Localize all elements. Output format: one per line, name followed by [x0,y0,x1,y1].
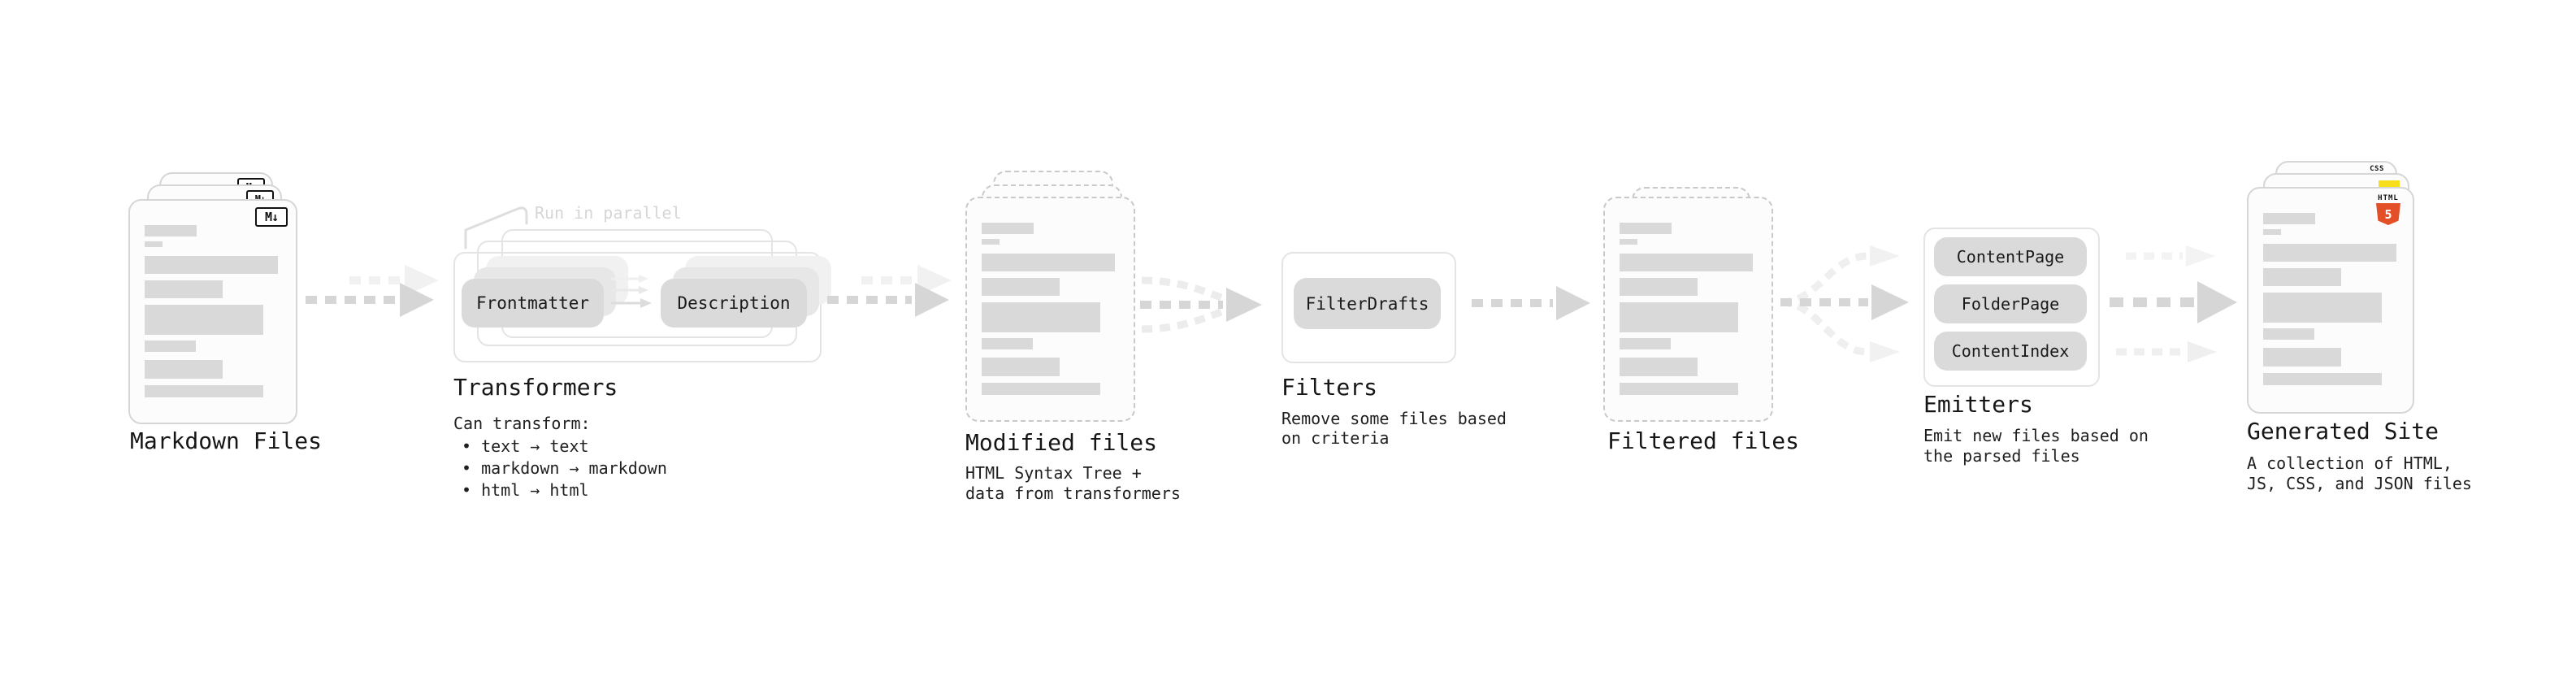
flow-arrow-diverge-icon [1780,245,1909,362]
text-placeholder-bar [145,305,263,335]
filtered-file-card [1603,197,1773,422]
generated-site-description: A collection of HTML, JS, CSS, and JSON … [2247,453,2472,493]
flow-arrow-converge-icon [1140,276,1262,333]
text-placeholder-bar [982,302,1100,332]
modified-files-title: Modified files [965,429,1158,456]
html5-icon: HTML 5 [2374,194,2403,225]
run-in-parallel-note: Run in parallel [535,203,682,223]
text-placeholder-bar [145,340,196,352]
modified-file-card [965,197,1135,422]
text-placeholder-bar [982,338,1033,349]
filterdrafts-pill: FilterDrafts [1294,278,1441,329]
markdown-icon: M↓ [255,207,288,227]
text-placeholder-bar [982,223,1034,234]
text-placeholder-bar [1620,223,1672,234]
text-placeholder-bar [145,360,223,379]
contentindex-pill: ContentIndex [1934,332,2087,371]
text-placeholder-bar [2263,373,2382,385]
generated-html-file-card: HTML 5 [2247,187,2414,414]
text-placeholder-bar [1620,338,1671,349]
emitters-description: Emit new files based on the parsed files [1923,426,2149,466]
flow-arrow-icon [306,265,439,317]
filters-description: Remove some files based on criteria [1281,409,1507,448]
text-placeholder-bar [982,239,1000,245]
text-placeholder-bar [145,256,278,274]
html5-icon-label: HTML [2378,194,2399,202]
generated-site-title: Generated Site [2247,418,2439,445]
text-placeholder-bar [982,254,1115,271]
filters-container [1281,252,1456,363]
text-placeholder-bar [982,358,1060,376]
text-placeholder-bar [1620,302,1738,332]
text-placeholder-bar [2263,348,2341,367]
transformers-title: Transformers [453,374,618,401]
text-placeholder-bar [1620,239,1637,245]
flow-arrow-icon [827,265,952,317]
text-placeholder-bar [2263,213,2315,224]
contentpage-pill: ContentPage [1934,237,2087,276]
text-placeholder-bar [2263,229,2281,235]
text-placeholder-bar [2263,244,2396,262]
modified-files-description: HTML Syntax Tree + data from transformer… [965,463,1181,503]
transformer-layer-front [453,252,822,362]
flow-arrow-triple-icon [2110,245,2237,362]
emitters-title: Emitters [1923,391,2033,418]
bullet-item: • markdown → markdown [462,458,667,478]
bullet-item: • html → html [462,480,589,500]
frontmatter-transformer-pill: Frontmatter [462,279,604,327]
text-placeholder-bar [145,385,263,397]
html5-icon-shield: 5 [2376,203,2400,225]
text-placeholder-bar [1620,358,1698,376]
text-placeholder-bar [982,278,1060,296]
transform-arrows-icon [611,275,652,308]
emitters-container [1923,228,2100,387]
text-placeholder-bar [1620,278,1698,296]
text-placeholder-bar [982,383,1100,395]
text-placeholder-bar [2263,293,2382,323]
text-placeholder-bar [1620,383,1738,395]
text-placeholder-bar [145,225,197,236]
text-placeholder-bar [1620,254,1753,271]
folderpage-pill: FolderPage [1934,284,2087,323]
transformers-heading: Can transform: [453,414,591,433]
filtered-files-label: Filtered files [1607,427,1800,454]
markdown-file-card: M↓ [128,199,297,424]
callout-line [464,206,528,249]
transformers-bullet-list: • text → text • markdown → markdown • ht… [462,436,667,501]
description-transformer-pill: Description [661,279,807,327]
text-placeholder-bar [2263,328,2314,340]
markdown-files-label: Markdown Files [130,427,323,454]
text-placeholder-bar [145,280,223,298]
filters-title: Filters [1281,374,1378,401]
flow-arrow-icon [1472,286,1590,320]
text-placeholder-bar [145,241,163,247]
css-icon-text: CSS [2370,165,2384,173]
text-placeholder-bar [2263,268,2341,286]
bullet-item: • text → text [462,436,589,456]
js-icon [2379,180,2400,188]
